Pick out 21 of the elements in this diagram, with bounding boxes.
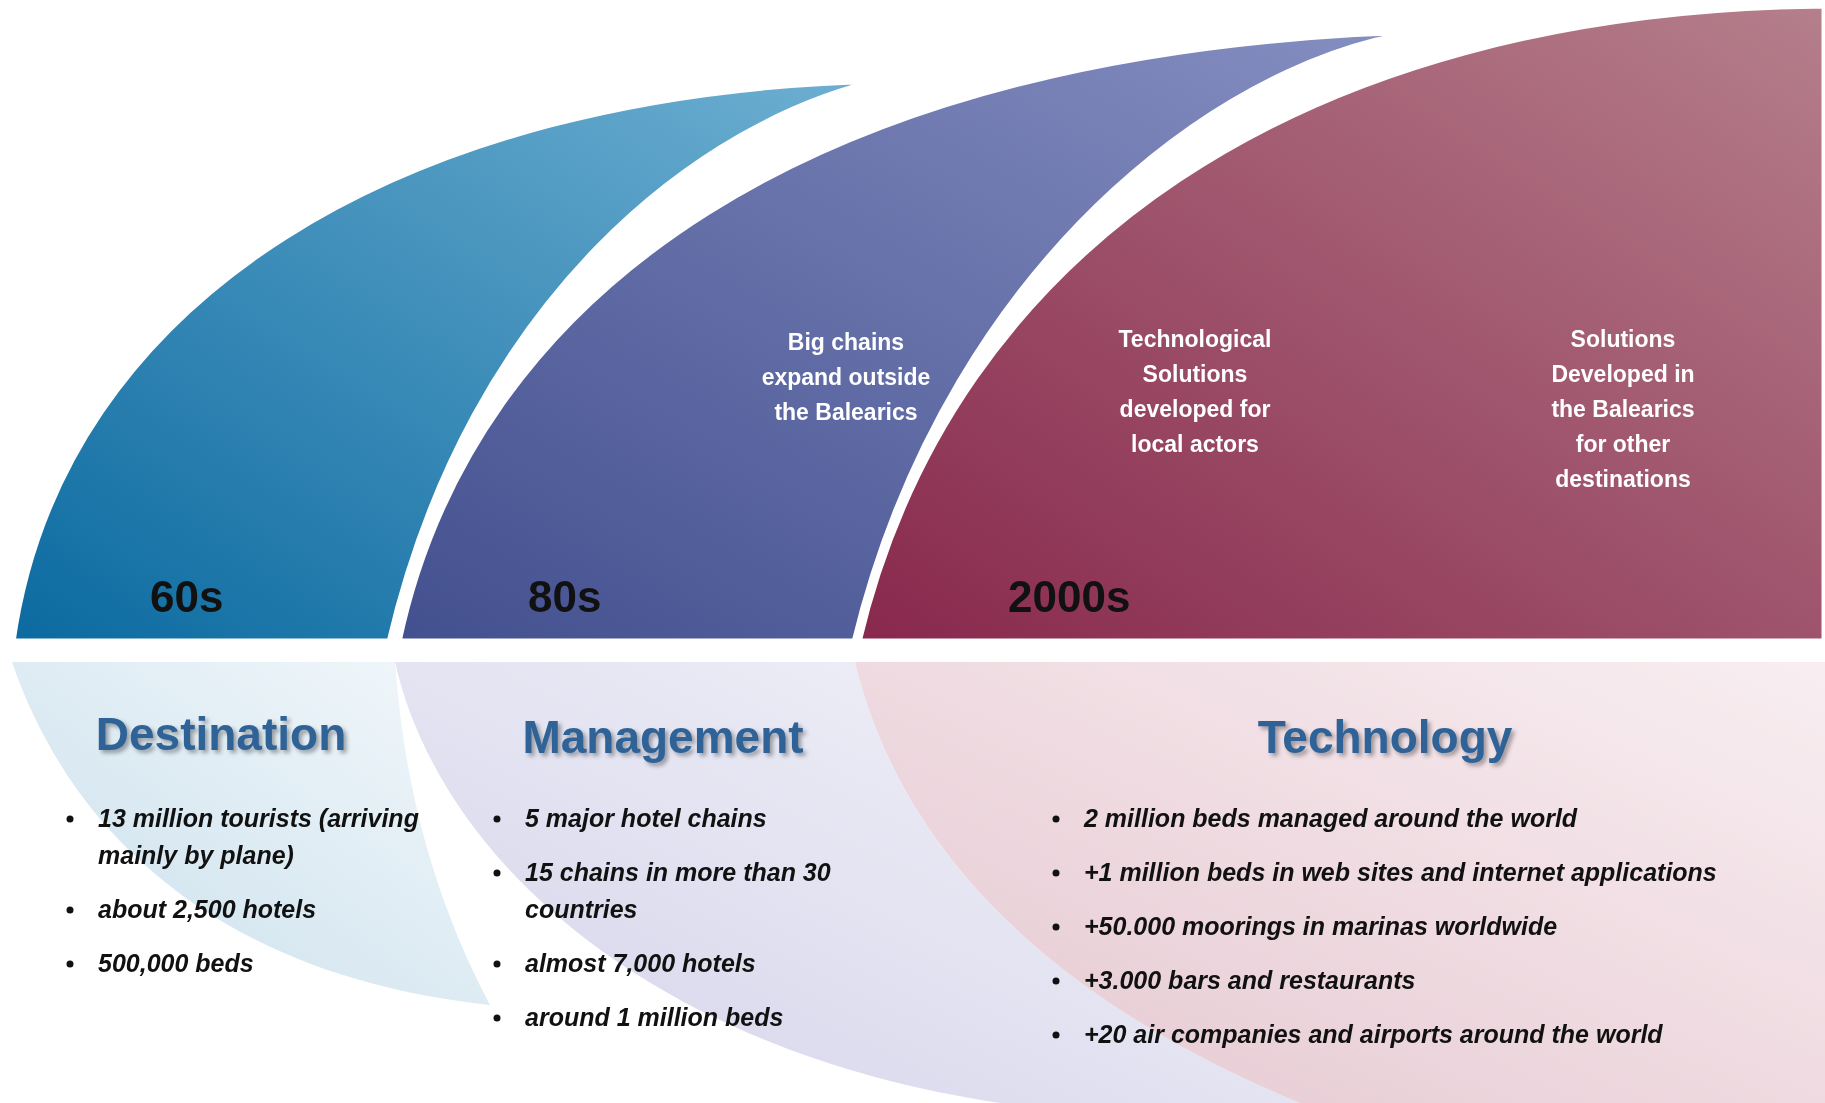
- bullet-item: +20 air companies and airports around the world: [1084, 1020, 1663, 1048]
- bullet-item: 13 million tourists (arriving mainly by plane): [98, 804, 419, 869]
- era-label: 60s: [150, 572, 224, 622]
- bullet-item: 5 major hotel chains: [525, 804, 767, 832]
- bullet-item: +3.000 bars and restaurants: [1084, 966, 1416, 994]
- band-note: Solutions Developed in the Balearics for other destinations: [1550, 325, 1696, 494]
- section-heading: Destination: [95, 707, 347, 761]
- bullet-item: 500,000 beds: [98, 949, 254, 977]
- bullet-item: almost 7,000 hotels: [525, 949, 756, 977]
- era-label: 80s: [528, 572, 602, 622]
- band-note: Technological Solutions developed for local actors: [1117, 325, 1273, 459]
- bullet-item: around 1 million beds: [525, 1003, 784, 1031]
- band-note: Big chains expand outside the Balearics: [760, 328, 932, 427]
- section-heading: Management: [522, 710, 804, 764]
- bullet-item: 2 million beds managed around the world: [1084, 804, 1578, 832]
- section-heading: Technology: [1257, 710, 1513, 764]
- bullet-item: +50.000 moorings in marinas worldwide: [1084, 912, 1558, 940]
- bullet-item: about 2,500 hotels: [98, 895, 317, 923]
- bullet-item: 15 chains in more than 30 countries: [525, 858, 831, 923]
- bullet-item: +1 million beds in web sites and internet applications: [1084, 858, 1717, 886]
- era-label: 2000s: [1008, 572, 1131, 622]
